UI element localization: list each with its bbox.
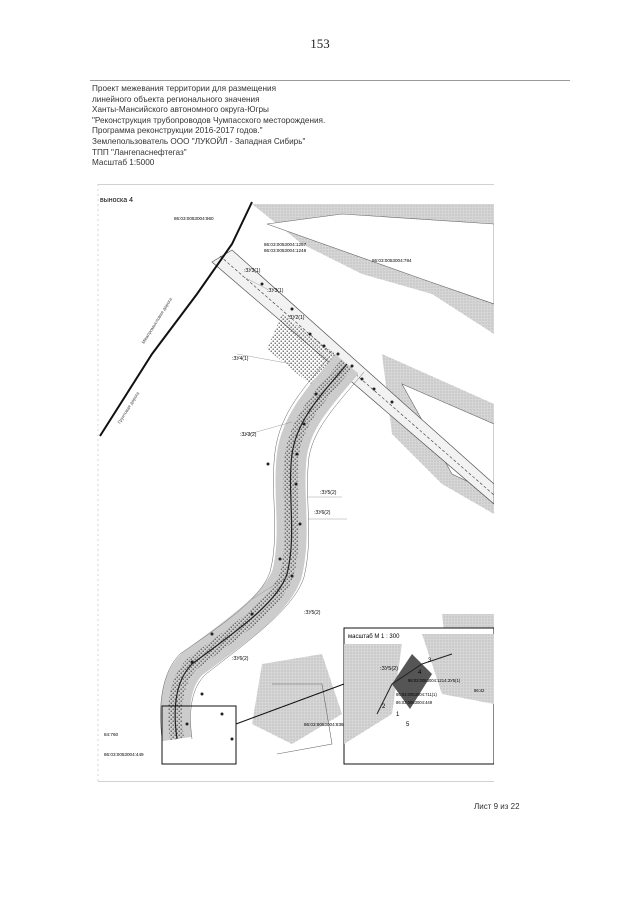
inset-point: 1 — [396, 712, 400, 718]
header-line: Программа реконструкции 2016-2017 годов.… — [92, 126, 263, 136]
parcel-sw — [272, 683, 333, 755]
header-line: Масштаб 1:5000 — [92, 158, 155, 168]
survey-map: Межпромысловая дорога Грунтовая дорога :… — [92, 183, 495, 783]
inset-point: 4 — [418, 670, 422, 676]
road-label-1: Межпромысловая дорога — [141, 296, 174, 344]
leader-lines — [236, 275, 347, 600]
inset-point: 3 — [428, 658, 432, 664]
inset-detail: масштаб М 1 : 300 :ЗУ5(2) 86:03:0053004:… — [343, 627, 495, 765]
detail-callout-box — [161, 705, 237, 765]
branch-border-left — [160, 355, 331, 740]
inset-point: 5 — [406, 722, 410, 728]
road-label-2: Грунтовая дорога — [117, 390, 141, 424]
header-line: ТПП "Лангепаснефтегаз" — [92, 147, 187, 157]
inset-cadastral: 86:03:0053004:449 — [396, 700, 433, 705]
map-drawing: Межпромысловая дорога Грунтовая дорога :… — [97, 183, 495, 783]
road-line — [99, 201, 253, 437]
inset-title: масштаб М 1 : 300 — [348, 634, 400, 640]
boundary-points — [185, 282, 394, 741]
inset-cadastral: 86:03:0053004:1214:ЗУ5(1) — [408, 678, 461, 683]
sheet-number: Лист 9 из 22 — [474, 802, 520, 811]
project-header: Проект межевания территории для размещен… — [92, 84, 325, 169]
zone-label: :ЗУ2(1) — [288, 315, 305, 321]
zone-label: :ЗУ3(1) — [267, 288, 284, 294]
land-area-sw — [252, 654, 342, 744]
inset-zone-label: :ЗУ5(2) — [380, 666, 398, 672]
inset-cadastral: 86:03:0053004:711(1) — [396, 692, 438, 697]
branch-border-right — [190, 371, 365, 740]
zone-label: :ЗУ5(2) — [320, 490, 337, 496]
zone-label: :ЗУ3(2) — [240, 432, 257, 438]
page-number: 153 — [310, 36, 330, 51]
zone-label: :ЗУ3(1) — [244, 268, 261, 274]
pipeline-axis — [219, 255, 495, 496]
header-line: Землепользователь ООО "ЛУКОЙЛ - Западная… — [92, 136, 306, 146]
header-line: Ханты-Мансийского автономного округа-Югр… — [92, 105, 269, 115]
cadastral-label: 84:760 — [104, 732, 118, 737]
zone-label: :ЗУ6(2) — [314, 510, 331, 516]
header-rule — [90, 80, 570, 81]
cadastral-label: 86:03:0053004:449 — [104, 752, 144, 757]
cadastral-label: 86:03:0053004:1248 — [264, 248, 307, 253]
callout-title: выноска 4 — [100, 197, 133, 204]
cadastral-label: 86:03:0053004:836 — [304, 722, 344, 727]
inset-cadastral: 86:42 — [474, 688, 485, 693]
callout-leader — [235, 683, 345, 725]
header-line: Проект межевания территории для размещен… — [92, 84, 276, 93]
inset-point: 2 — [382, 704, 386, 710]
branch-pipeline — [174, 363, 348, 740]
zone-label: :ЗУ5(2) — [304, 610, 321, 616]
zone-label: :ЗУ6(2) — [232, 656, 249, 662]
cadastral-label: 86:03:0053004:784 — [372, 258, 412, 263]
header-line: "Реконструкция трубопроводов Чумпасского… — [92, 115, 326, 125]
cadastral-label: 86:03:0053004:1257 — [264, 242, 307, 247]
header-line: линейного объекта регионального значения — [92, 94, 260, 104]
cadastral-label: 86:03:0053004:960 — [174, 216, 214, 221]
zone-label: :ЗУ4(1) — [232, 356, 249, 362]
